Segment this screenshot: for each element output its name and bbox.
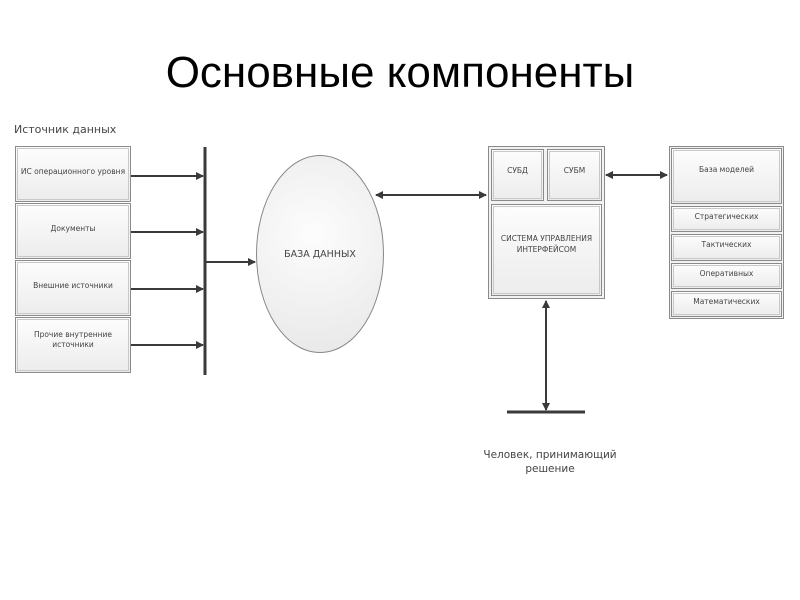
source-box-external: Внешние источники [15, 260, 131, 316]
model-item-operational: Оперативных [671, 263, 782, 289]
source-label: Прочие внутренние источники [33, 330, 113, 349]
dbms-label: СУБД [507, 166, 528, 175]
source-box-internal: Прочие внутренние источники [15, 317, 131, 373]
source-box-documents: Документы [15, 203, 131, 259]
model-item-strategic: Стратегических [671, 206, 782, 232]
model-label: Стратегических [694, 212, 759, 221]
model-item-tactical: Тактических [671, 234, 782, 261]
system-group: СУБД СУБМ СИСТЕМА УПРАВЛЕНИЯ ИНТЕРФЕЙСОМ [488, 146, 605, 299]
source-label: ИС операционного уровня [20, 167, 126, 176]
mbms-box: СУБМ [547, 149, 602, 201]
model-label: Тактических [701, 240, 752, 249]
model-label: Оперативных [699, 269, 754, 278]
source-box-operational: ИС операционного уровня [15, 146, 131, 202]
interface-label: СИСТЕМА УПРАВЛЕНИЯ ИНТЕРФЕЙСОМ [500, 234, 593, 254]
models-header-box: База моделей [671, 148, 782, 204]
mbms-label: СУБМ [563, 166, 586, 175]
database-node: БАЗА ДАННЫХ [256, 155, 384, 353]
slide-title: Основные компоненты [165, 48, 635, 97]
source-label: Документы [50, 224, 96, 233]
sources-heading: Источник данных [14, 123, 117, 136]
dbms-box: СУБД [491, 149, 544, 201]
decision-maker-label: Человек, принимающий решение [483, 449, 617, 475]
model-label: Математических [693, 297, 760, 306]
model-item-math: Математических [671, 291, 782, 317]
models-header-label: База моделей [698, 165, 755, 174]
models-group: База моделей Стратегических Тактических … [669, 146, 784, 319]
database-label: БАЗА ДАННЫХ [284, 248, 356, 260]
source-label: Внешние источники [33, 281, 113, 290]
interface-box: СИСТЕМА УПРАВЛЕНИЯ ИНТЕРФЕЙСОМ [491, 204, 602, 296]
